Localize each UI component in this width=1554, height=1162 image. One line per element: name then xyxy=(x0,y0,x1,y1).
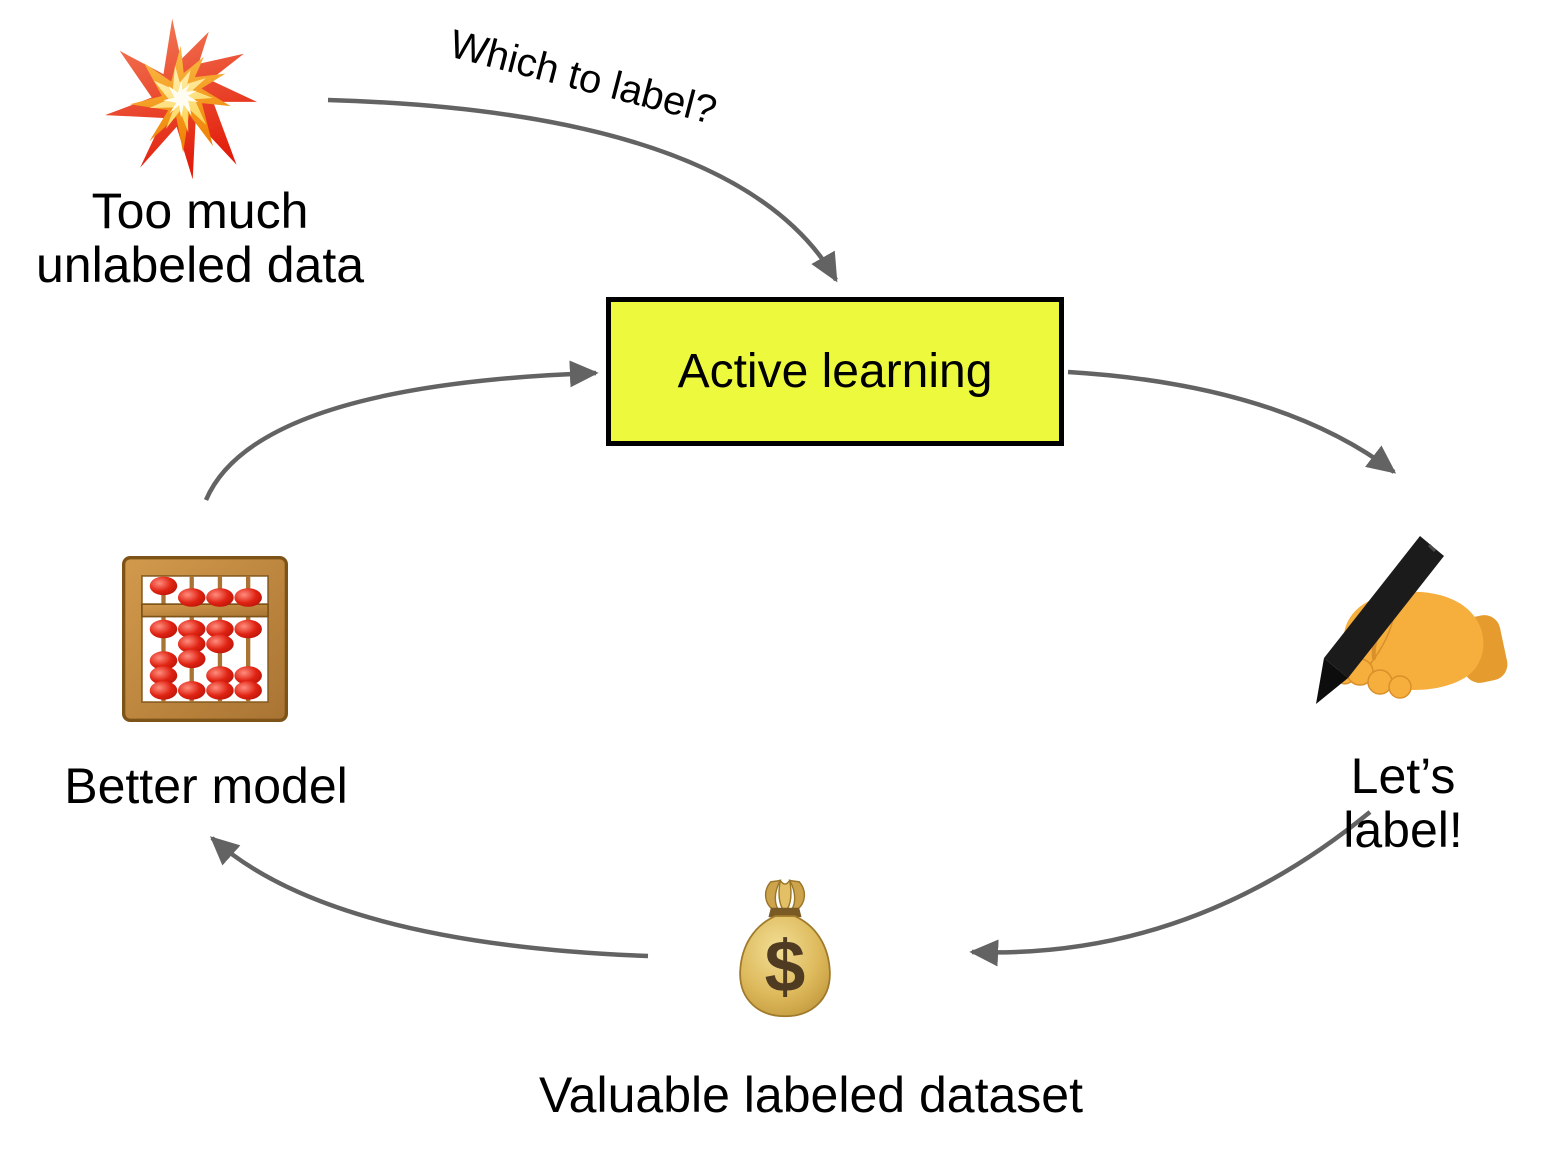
arrow-which-to-label xyxy=(327,97,838,283)
active-learning-label: Active learning xyxy=(677,345,993,398)
arrow-labeling-to-dataset xyxy=(969,810,1372,967)
arrow-model-to-active-learning xyxy=(203,360,599,501)
node-label-better-model: Better model xyxy=(64,758,348,814)
abacus-icon xyxy=(122,556,288,722)
money-bag-icon: $ xyxy=(739,878,831,1018)
arrow-active-learning-to-labeling xyxy=(1067,369,1397,474)
arrow-dataset-to-model xyxy=(209,836,649,959)
dollar-sign: $ xyxy=(765,925,806,1007)
writing-hand-icon xyxy=(1316,536,1508,704)
node-label-lets-label: Let’s label! xyxy=(1343,748,1463,858)
collision-icon xyxy=(105,18,257,180)
node-label-valuable-dataset: Valuable labeled dataset xyxy=(539,1067,1083,1123)
active-learning-box: Active learning xyxy=(606,297,1064,446)
node-label-unlabeled-data: Too much unlabeled data xyxy=(35,183,365,293)
